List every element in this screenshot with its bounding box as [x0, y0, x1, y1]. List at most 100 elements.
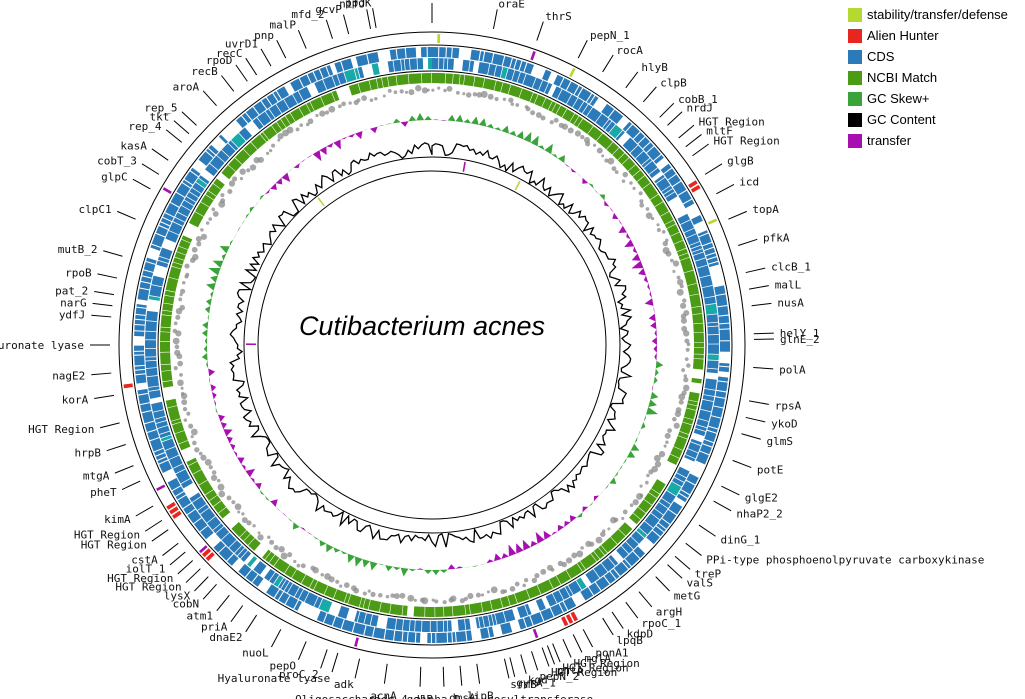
cds-feature — [542, 69, 552, 82]
gc-skew-mark — [486, 559, 495, 564]
feature-dot — [305, 122, 310, 127]
feature-dot — [257, 534, 264, 541]
ncbi-match-feature — [320, 92, 335, 106]
gc-skew-mark — [653, 305, 655, 314]
ncbi-match-feature — [551, 103, 561, 115]
cds-feature — [505, 68, 515, 81]
cds-feature — [175, 469, 191, 484]
legend-label: CDS — [867, 49, 895, 64]
ncbi-match-feature — [333, 589, 348, 603]
cds-feature — [326, 65, 334, 76]
cds-feature — [625, 124, 640, 139]
track-rings — [118, 31, 746, 659]
gc-skew-mark — [229, 443, 236, 451]
gc-skew-mark — [219, 245, 230, 254]
ncbi-match-feature — [648, 488, 660, 498]
gene-label: kdpD — [627, 628, 654, 641]
gene-label: malL — [775, 279, 802, 292]
feature-dot — [382, 94, 386, 98]
feature-dot — [227, 188, 233, 195]
ncbi-match-feature — [421, 73, 432, 84]
cds-feature — [523, 616, 533, 628]
track-ring — [257, 170, 607, 520]
gc-skew-mark — [626, 232, 631, 240]
cds-feature — [278, 591, 290, 604]
cds-feature — [184, 171, 199, 185]
gc-skew-mark — [551, 154, 558, 159]
feature-dot — [535, 112, 542, 118]
cds-feature — [643, 161, 658, 175]
leader-line — [383, 663, 388, 684]
cds-feature — [253, 101, 267, 115]
leader-line — [442, 666, 445, 687]
feature-dot — [300, 563, 306, 569]
ncbi-match-feature — [676, 248, 688, 256]
cds-feature — [294, 600, 302, 611]
cds-feature — [593, 563, 608, 578]
gene-label: tkt — [149, 111, 169, 124]
ncbi-match-feature — [654, 201, 669, 217]
gene-label: iolT_1 — [126, 563, 166, 576]
ncbi-match-feature — [359, 597, 366, 609]
legend-label: NCBI Match — [867, 70, 938, 85]
cds-feature — [676, 466, 690, 478]
ncbi-match-feature — [413, 606, 425, 617]
cds-feature — [566, 81, 579, 95]
feature-dot — [534, 573, 540, 579]
cds-feature — [253, 560, 267, 575]
ncbi-match-feature — [693, 323, 704, 333]
cds-feature — [604, 571, 616, 584]
cds-feature — [273, 575, 284, 587]
cds-feature — [373, 627, 386, 640]
cds-feature — [699, 233, 712, 246]
gc-skew-mark — [233, 450, 238, 458]
feature-dot — [601, 154, 605, 158]
gc-skew-mark — [599, 194, 606, 201]
feature-dot — [678, 399, 684, 405]
cds-feature — [500, 66, 508, 79]
feature-dot — [664, 432, 671, 439]
gene-label: ydfJ — [59, 309, 86, 322]
feature-dot — [339, 584, 343, 588]
gene-label: argH — [656, 606, 683, 619]
cds-feature — [636, 527, 647, 538]
gc-skew-mark — [609, 477, 617, 484]
cds-feature — [149, 284, 163, 298]
ncbi-match-feature — [213, 178, 225, 190]
gene-label: mutB_2 — [58, 243, 98, 256]
gene-label: glgE2 — [745, 492, 778, 505]
feature-dot — [399, 89, 404, 94]
gc-skew-mark — [522, 539, 531, 551]
cds-feature — [238, 563, 252, 577]
cds-feature — [137, 288, 150, 301]
ncbi-match-feature — [688, 391, 700, 402]
cds-feature — [693, 428, 706, 437]
cds-feature — [717, 306, 729, 316]
leader-line — [476, 663, 481, 684]
cds-feature — [436, 632, 448, 643]
ncbi-match-feature — [537, 579, 553, 595]
cds-feature — [181, 200, 194, 211]
outer-feature-mark — [162, 187, 172, 194]
cds-feature — [298, 86, 312, 101]
gene-label: ppdK — [345, 0, 372, 9]
leader-line — [738, 238, 758, 246]
feature-dot — [580, 134, 585, 140]
ncbi-match-feature — [638, 499, 652, 513]
feature-dot — [672, 269, 676, 273]
ncbi-match-feature — [689, 294, 702, 308]
cds-feature — [707, 257, 718, 264]
feature-dot — [265, 151, 270, 155]
gc-skew-mark — [326, 543, 334, 553]
legend-label: transfer — [867, 133, 912, 148]
gc-skew-mark — [340, 136, 348, 140]
gene-label: icd — [739, 176, 759, 189]
gene-label: lpqB — [616, 634, 643, 647]
ncbi-match-feature — [379, 602, 391, 614]
ncbi-match-feature — [670, 232, 683, 244]
cds-feature — [690, 438, 702, 446]
gc-skew-mark — [333, 547, 341, 553]
gene-label: nrdJ — [687, 102, 714, 115]
cds-feature — [470, 49, 481, 61]
cds-feature — [332, 74, 341, 87]
